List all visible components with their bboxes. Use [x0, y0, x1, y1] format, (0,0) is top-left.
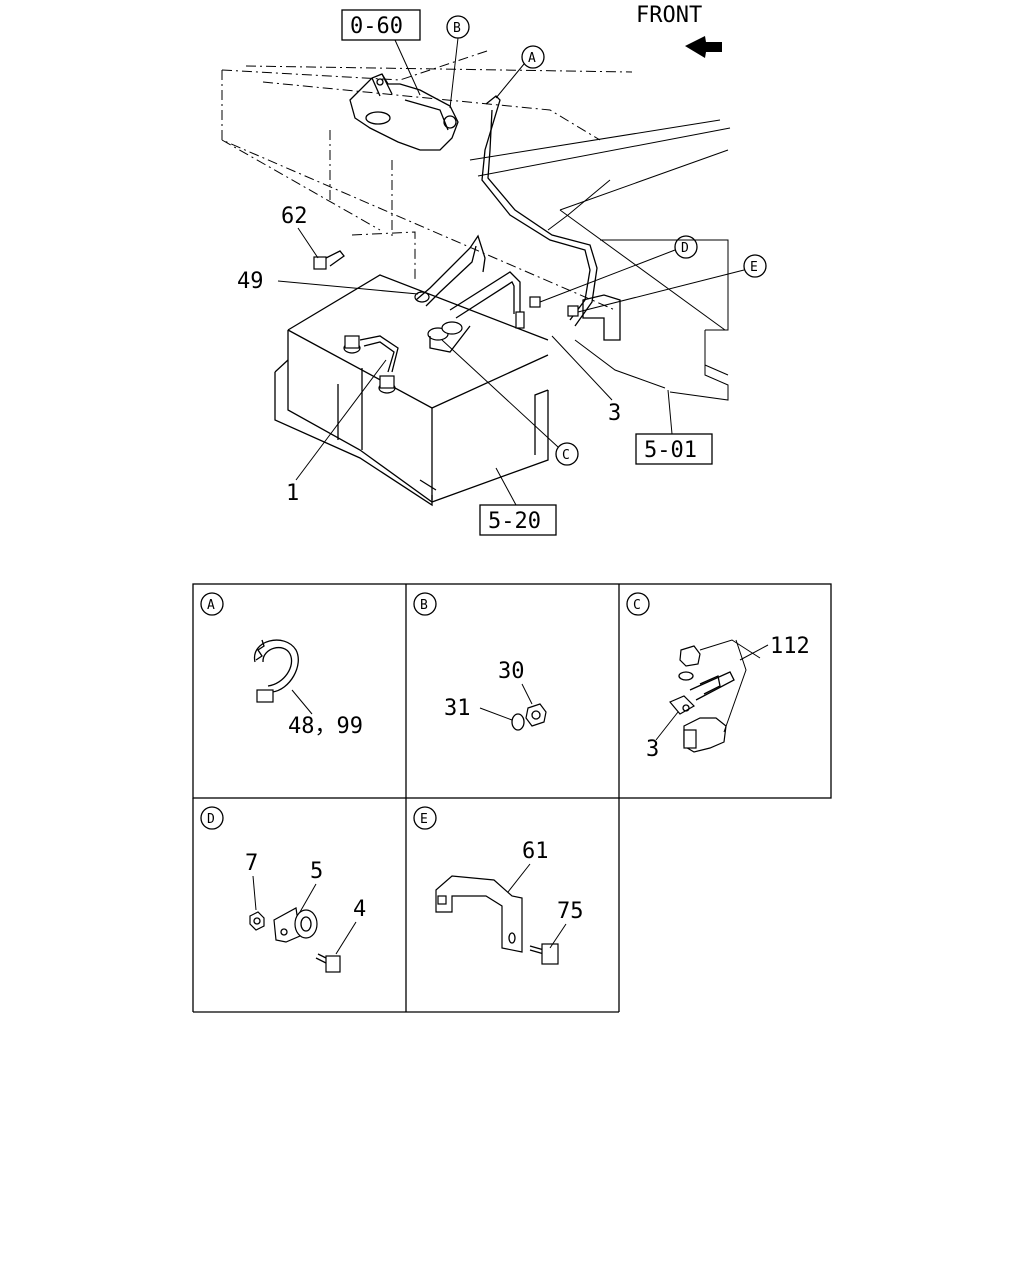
label-61: 61 — [522, 839, 549, 864]
clip-5-icon — [273, 907, 318, 943]
label-3-detail: 3 — [646, 737, 659, 762]
battery-terminals — [343, 234, 525, 394]
svg-text:C: C — [562, 448, 570, 463]
ref-box-battery-box-text: 5-20 — [488, 509, 541, 534]
cable-band-icon — [254, 639, 299, 703]
callout-E: E — [577, 254, 767, 313]
bolt-75-icon — [529, 943, 559, 965]
bolt-62 — [313, 250, 345, 270]
battery-box — [274, 231, 549, 507]
label-48-99: 48，99 — [288, 714, 363, 739]
detail-panel-A: A 48，99 — [200, 592, 363, 739]
label-1: 1 — [286, 481, 299, 506]
ref-box-starter-text: 0-60 — [350, 14, 403, 39]
label-112: 112 — [770, 634, 810, 659]
ref-box-starter: 0-60 — [341, 9, 421, 96]
ref-box-frame-text: 5-01 — [644, 438, 697, 463]
bolt-4-icon — [315, 953, 341, 973]
callout-B: B — [446, 15, 470, 109]
callout-C: C — [441, 339, 579, 466]
svg-text:C: C — [633, 598, 641, 613]
label-62: 62 — [281, 204, 308, 229]
starter-motor — [349, 73, 459, 151]
detail-panel-D: D 7 5 4 — [200, 806, 366, 973]
svg-text:D: D — [681, 241, 689, 256]
washer-icon — [511, 713, 525, 731]
front-label: FRONT — [636, 3, 702, 28]
svg-text:B: B — [453, 21, 461, 36]
nut-7-icon — [249, 911, 265, 931]
bracket-61-icon — [435, 875, 523, 953]
main-assembly: FRONT — [221, 3, 767, 536]
starter-cable — [481, 95, 611, 327]
label-7: 7 — [245, 851, 258, 876]
detail-panel-E: E 61 75 — [413, 806, 584, 965]
ref-box-frame: 5-01 — [635, 389, 713, 465]
label-30: 30 — [498, 659, 525, 684]
svg-text:A: A — [207, 598, 215, 613]
label-3: 3 — [608, 401, 621, 426]
label-31: 31 — [444, 696, 471, 721]
detail-grid: A 48，99 B 30 31 — [192, 583, 832, 1013]
detail-panel-C: C 112 3 — [626, 592, 810, 762]
front-arrow-icon — [685, 36, 722, 58]
nut-icon — [525, 703, 547, 727]
svg-text:D: D — [207, 812, 215, 827]
svg-text:E: E — [750, 260, 758, 275]
label-5: 5 — [310, 859, 323, 884]
label-75: 75 — [557, 899, 584, 924]
ref-box-battery-box: 5-20 — [479, 467, 557, 536]
svg-text:B: B — [420, 598, 428, 613]
terminal-clamp-icon — [669, 645, 735, 753]
clip-and-bracket — [529, 294, 621, 341]
label-4: 4 — [353, 897, 366, 922]
detail-panel-B: B 30 31 — [413, 592, 547, 731]
callout-A: A — [495, 45, 545, 99]
label-49: 49 — [237, 269, 264, 294]
callout-D: D — [539, 235, 698, 303]
svg-text:E: E — [420, 812, 428, 827]
svg-text:A: A — [528, 51, 536, 66]
